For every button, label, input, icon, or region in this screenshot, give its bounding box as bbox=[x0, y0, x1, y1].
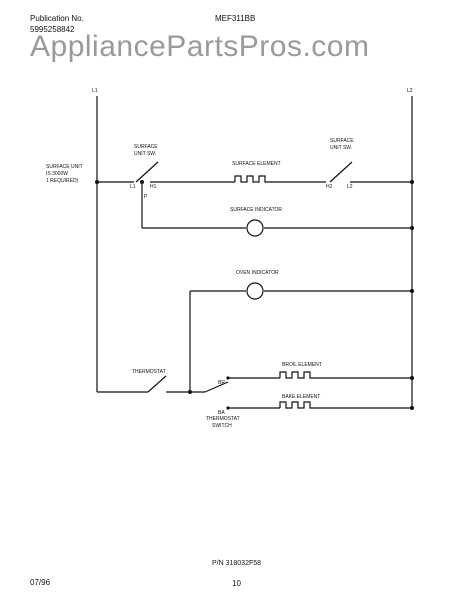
terminal-h2: H2 bbox=[326, 184, 333, 190]
surface-indicator-label: SURFACE INDICATOR bbox=[230, 207, 282, 213]
surface-switch-right-blade bbox=[329, 161, 353, 183]
oven-indicator-label: OVEN INDICATOR bbox=[236, 270, 279, 276]
thermostat-switch-label: THERMOSTAT bbox=[206, 416, 240, 422]
model-number: MEF311BB bbox=[215, 14, 256, 23]
surface-switch-left-blade bbox=[135, 161, 159, 183]
thermostat-label: THERMOSTAT bbox=[132, 369, 166, 375]
terminal-h1: H1 bbox=[150, 184, 157, 190]
terminal-l1: L1 bbox=[130, 184, 136, 190]
thermostat-switch-blade bbox=[204, 381, 229, 393]
surface-indicator-lamp bbox=[246, 219, 264, 237]
surface-switch-left-label-2: UNIT SW. bbox=[134, 151, 156, 157]
surface-switch-right-label: SURFACE bbox=[330, 138, 354, 144]
oven-indicator-lamp bbox=[246, 282, 264, 300]
surface-unit-note-1: IS 3000W bbox=[46, 171, 68, 177]
surface-switch-left-label: SURFACE bbox=[134, 144, 158, 150]
terminal-ba: BA bbox=[218, 410, 225, 416]
thermostat-switch-label-2: SWITCH bbox=[212, 423, 232, 429]
surface-element-coil bbox=[234, 175, 271, 183]
bake-element-label: BAKE ELEMENT bbox=[282, 394, 320, 400]
surface-unit-label: SURFACE UNIT bbox=[46, 164, 83, 170]
publication-number: 5995258842 bbox=[30, 25, 75, 34]
footer-date: 07/96 bbox=[30, 578, 51, 587]
l1-label: L1 bbox=[92, 88, 98, 94]
thermostat-blade bbox=[147, 375, 167, 393]
terminal-p: P bbox=[144, 194, 148, 200]
terminal-l2: L2 bbox=[347, 184, 353, 190]
bake-element-coil bbox=[279, 401, 316, 409]
surface-unit-note-2: 1 REQUIRED) bbox=[46, 178, 79, 184]
surface-switch-right-label-2: UNIT SW. bbox=[330, 145, 352, 151]
broil-element-coil bbox=[279, 371, 316, 379]
part-number: P/N 318032F58 bbox=[212, 560, 262, 567]
page-number: 10 bbox=[232, 579, 241, 588]
watermark-text: AppliancePartsPros.com bbox=[30, 30, 370, 63]
publication-label: Publication No. bbox=[30, 14, 84, 23]
l2-label: L2 bbox=[407, 88, 413, 94]
surface-element-label: SURFACE ELEMENT bbox=[232, 161, 281, 167]
terminal-br: BR bbox=[218, 380, 225, 386]
broil-element-label: BROIL ELEMENT bbox=[282, 362, 322, 368]
